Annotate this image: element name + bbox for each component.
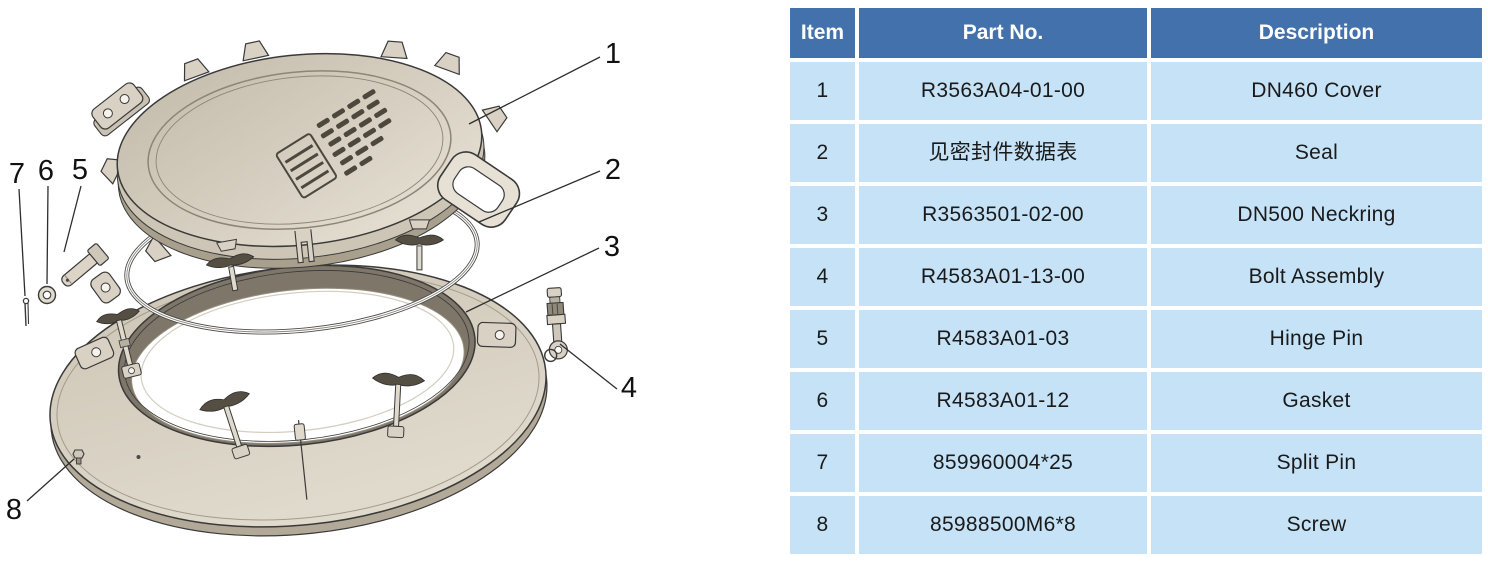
leader-8	[26, 458, 75, 502]
row2-part-no: 见密封件数据表	[859, 124, 1147, 182]
col-header-description: Description	[1151, 8, 1482, 58]
row4-part-no: R4583A01-13-00	[859, 248, 1147, 306]
rim-fork-tab	[294, 229, 315, 264]
row1-description: DN460 Cover	[1151, 62, 1482, 120]
gasket-illustration	[37, 285, 57, 305]
col-header-part-no: Part No.	[859, 8, 1147, 58]
split-pin-illustration	[22, 297, 30, 327]
callout-leader-lines	[18, 56, 618, 502]
leader-3	[465, 247, 600, 313]
callout-number-3: 3	[604, 231, 620, 263]
row7-part-no: 859960004*25	[859, 434, 1147, 492]
row4-description: Bolt Assembly	[1151, 248, 1482, 306]
parts-table: Item Part No. Description 1 R3563A04-01-…	[790, 8, 1482, 554]
callout-number-5: 5	[72, 154, 88, 186]
row8-item: 8	[790, 496, 855, 554]
row1-item: 1	[790, 62, 855, 120]
row6-part-no: R4583A01-12	[859, 372, 1147, 430]
callout-number-8: 8	[6, 494, 22, 526]
cover-swing-bolt-right	[394, 219, 445, 271]
leader-2	[478, 170, 601, 223]
cover-illustration	[91, 40, 521, 292]
hinge-pin-illustration	[61, 243, 109, 287]
row5-part-no: R4583A01-03	[859, 310, 1147, 368]
row4-item: 4	[790, 248, 855, 306]
row5-description: Hinge Pin	[1151, 310, 1482, 368]
leader-4	[559, 343, 618, 390]
leader-7	[18, 188, 26, 297]
row2-item: 2	[790, 124, 855, 182]
row1-part-no: R3563A04-01-00	[859, 62, 1147, 120]
callout-number-7: 7	[9, 158, 25, 190]
bolt-assembly-illustration	[543, 287, 568, 363]
row6-description: Gasket	[1151, 372, 1482, 430]
hinge-bracket	[91, 82, 150, 137]
leader-1	[468, 56, 601, 125]
cover-handle	[436, 151, 521, 228]
leader-5	[63, 185, 82, 253]
row7-item: 7	[790, 434, 855, 492]
row2-description: Seal	[1151, 124, 1482, 182]
embossed-pattern	[275, 89, 392, 199]
row5-item: 5	[790, 310, 855, 368]
callout-number-1: 1	[605, 38, 621, 70]
row3-description: DN500 Neckring	[1151, 186, 1482, 244]
row8-part-no: 85988500M6*8	[859, 496, 1147, 554]
exploded-view-diagram: 1 2 3 4 5 6 7 8	[6, 38, 637, 537]
callout-number-2: 2	[605, 154, 621, 186]
col-header-item: Item	[790, 8, 855, 58]
callout-number-6: 6	[38, 155, 54, 187]
row3-item: 3	[790, 186, 855, 244]
cover-swing-bolt-left	[205, 238, 255, 292]
row7-description: Split Pin	[1151, 434, 1482, 492]
row8-description: Screw	[1151, 496, 1482, 554]
neckring-illustration	[49, 264, 548, 537]
row3-part-no: R3563501-02-00	[859, 186, 1147, 244]
leader-6	[46, 185, 49, 285]
row6-item: 6	[790, 372, 855, 430]
callout-number-4: 4	[621, 372, 637, 404]
screw-illustration	[72, 449, 85, 465]
